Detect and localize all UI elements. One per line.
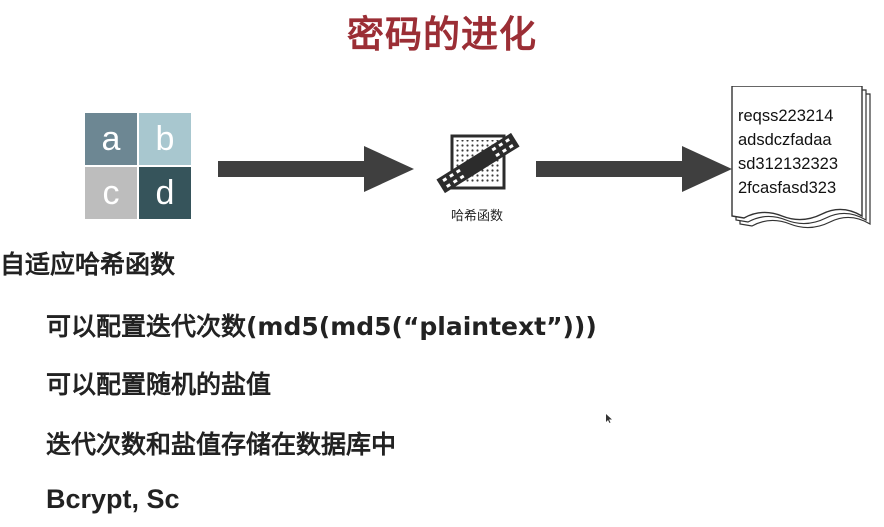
grid-tile-b: b: [139, 113, 191, 165]
hash-function-icon: [436, 133, 520, 194]
grid-tile-a: a: [85, 113, 137, 165]
hash-output-line: reqss223214: [738, 107, 834, 125]
bullet-item: 可以配置随机的盐值: [46, 370, 272, 399]
hash-output-line: 2fcasfasd323: [738, 179, 837, 197]
right-arrow-icon: [536, 146, 732, 192]
document-icon: [731, 86, 871, 229]
bullet-item: 可以配置迭代次数(md5(md5(“plaintext”))): [46, 312, 597, 341]
hash-output-text: reqss223214 adsdczfadaa sd312132323 2fca…: [738, 104, 868, 200]
hash-output-line: sd312132323: [738, 155, 839, 173]
section-heading: 自适应哈希函数: [0, 250, 176, 279]
grid-tile-c: c: [85, 167, 137, 219]
slide-title: 密码的进化: [347, 13, 537, 56]
hash-output-line: adsdczfadaa: [738, 131, 832, 149]
hash-function-label: 哈希函数: [450, 209, 503, 224]
bullet-item: 迭代次数和盐值存储在数据库中: [46, 430, 397, 459]
bullet-item: Bcrypt, Sc: [46, 484, 180, 514]
mouse-cursor-icon: [606, 414, 612, 423]
grid-tile-d: d: [139, 167, 191, 219]
right-arrow-icon: [218, 146, 414, 192]
